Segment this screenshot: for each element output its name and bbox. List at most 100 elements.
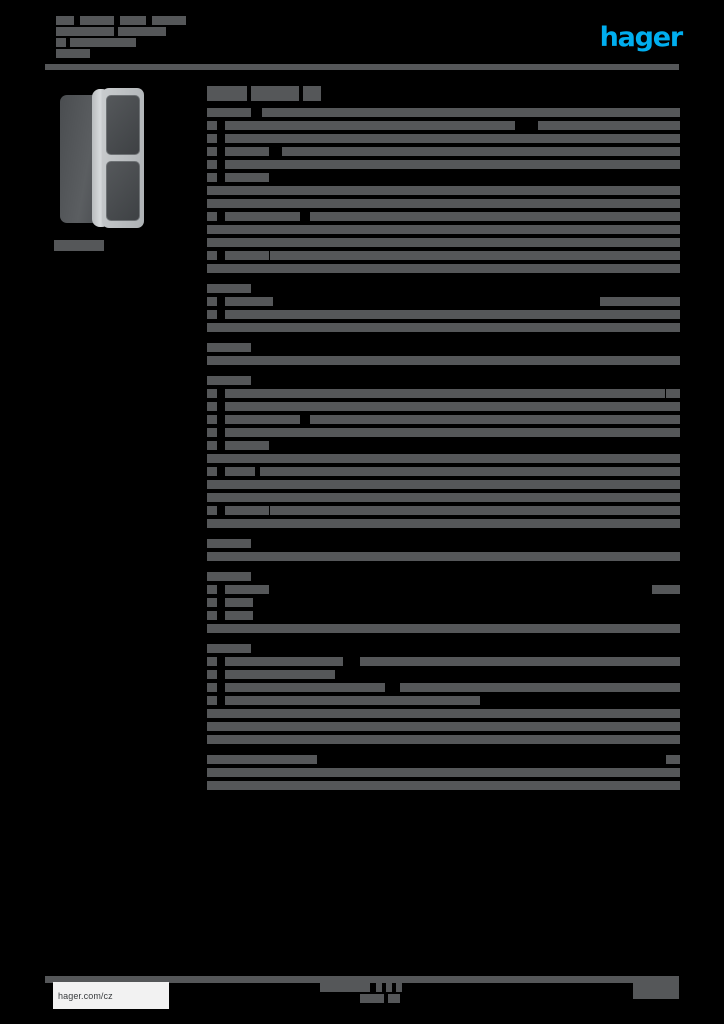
row-label-redacted <box>207 147 217 156</box>
row-leader-redacted <box>225 598 253 607</box>
table-row <box>207 107 680 118</box>
row-leader-redacted <box>262 108 680 117</box>
row-leader-redacted <box>225 389 665 398</box>
row-label-redacted <box>207 323 680 332</box>
row-leader-redacted <box>225 696 480 705</box>
row-value-redacted <box>270 506 680 515</box>
footer-url-link[interactable]: hager.com/cz <box>58 990 113 1001</box>
row-label-redacted <box>207 624 680 633</box>
table-row <box>207 643 680 654</box>
row-label-redacted <box>207 768 680 777</box>
row-label-redacted <box>207 297 217 306</box>
footer-center-redacted <box>320 982 440 1003</box>
spec-group <box>207 643 680 745</box>
row-value-redacted <box>310 212 680 221</box>
row-label-redacted <box>207 225 680 234</box>
row-label-redacted <box>207 644 251 653</box>
row-leader-redacted <box>225 683 385 692</box>
table-row <box>207 388 680 399</box>
table-row <box>207 322 680 333</box>
row-label-redacted <box>207 199 680 208</box>
row-label-redacted <box>207 108 251 117</box>
row-leader-redacted <box>225 441 269 450</box>
table-row <box>207 375 680 386</box>
row-label-redacted <box>207 539 251 548</box>
specification-table <box>207 86 680 800</box>
section-title-redacted <box>207 86 680 101</box>
row-label-redacted <box>207 611 217 620</box>
row-label-redacted <box>207 696 217 705</box>
row-leader-redacted <box>225 134 680 143</box>
row-value-redacted <box>400 683 680 692</box>
row-leader-redacted <box>225 657 343 666</box>
row-leader-redacted <box>225 415 300 424</box>
row-label-redacted <box>207 781 680 790</box>
row-label-redacted <box>207 121 217 130</box>
row-label-redacted <box>207 441 217 450</box>
row-leader-redacted <box>225 402 680 411</box>
footer-url-box[interactable]: hager.com/cz <box>53 982 169 1009</box>
row-label-redacted <box>207 735 680 744</box>
table-row <box>207 551 680 562</box>
switch-rocker-bottom <box>106 161 140 221</box>
table-row <box>207 211 680 222</box>
table-row <box>207 538 680 549</box>
table-row <box>207 754 680 765</box>
row-value-redacted <box>538 121 680 130</box>
row-leader-redacted <box>225 585 269 594</box>
header-divider <box>45 64 679 70</box>
table-row <box>207 172 680 183</box>
row-leader-redacted <box>225 251 269 260</box>
table-row <box>207 518 680 529</box>
spec-group <box>207 342 680 366</box>
spec-group <box>207 538 680 562</box>
row-label-redacted <box>207 160 217 169</box>
row-label-redacted <box>207 709 680 718</box>
table-row <box>207 414 680 425</box>
row-value-redacted <box>666 389 680 398</box>
table-row <box>207 656 680 667</box>
row-label-redacted <box>207 251 217 260</box>
row-label-redacted <box>207 722 680 731</box>
table-row <box>207 610 680 621</box>
row-label-redacted <box>207 284 251 293</box>
table-row <box>207 224 680 235</box>
row-label-redacted <box>207 310 217 319</box>
table-row <box>207 120 680 131</box>
row-leader-redacted <box>225 467 255 476</box>
table-row <box>207 355 680 366</box>
row-label-redacted <box>207 134 217 143</box>
row-label-redacted <box>207 598 217 607</box>
switch-rocker-top <box>106 95 140 155</box>
row-leader-redacted <box>225 121 515 130</box>
row-label-redacted <box>207 238 680 247</box>
table-row <box>207 309 680 320</box>
row-leader-redacted <box>225 147 269 156</box>
table-row <box>207 682 680 693</box>
product-caption-redacted <box>54 240 104 251</box>
row-label-redacted <box>207 402 217 411</box>
table-row <box>207 597 680 608</box>
spec-group <box>207 283 680 333</box>
table-row <box>207 695 680 706</box>
row-value-redacted <box>666 755 680 764</box>
table-row <box>207 466 680 477</box>
row-leader-redacted <box>225 611 253 620</box>
row-label-redacted <box>207 376 251 385</box>
table-row <box>207 492 680 503</box>
table-row <box>207 159 680 170</box>
table-row <box>207 780 680 791</box>
spec-group <box>207 571 680 634</box>
table-row <box>207 505 680 516</box>
table-row <box>207 479 680 490</box>
table-row <box>207 296 680 307</box>
row-label-redacted <box>207 552 680 561</box>
table-row <box>207 427 680 438</box>
table-row <box>207 342 680 353</box>
row-label-redacted <box>207 506 217 515</box>
row-leader-redacted <box>225 506 269 515</box>
row-value-redacted <box>300 186 680 195</box>
page-header: hager <box>0 0 724 78</box>
row-leader-redacted <box>225 173 269 182</box>
row-label-redacted <box>207 480 680 489</box>
